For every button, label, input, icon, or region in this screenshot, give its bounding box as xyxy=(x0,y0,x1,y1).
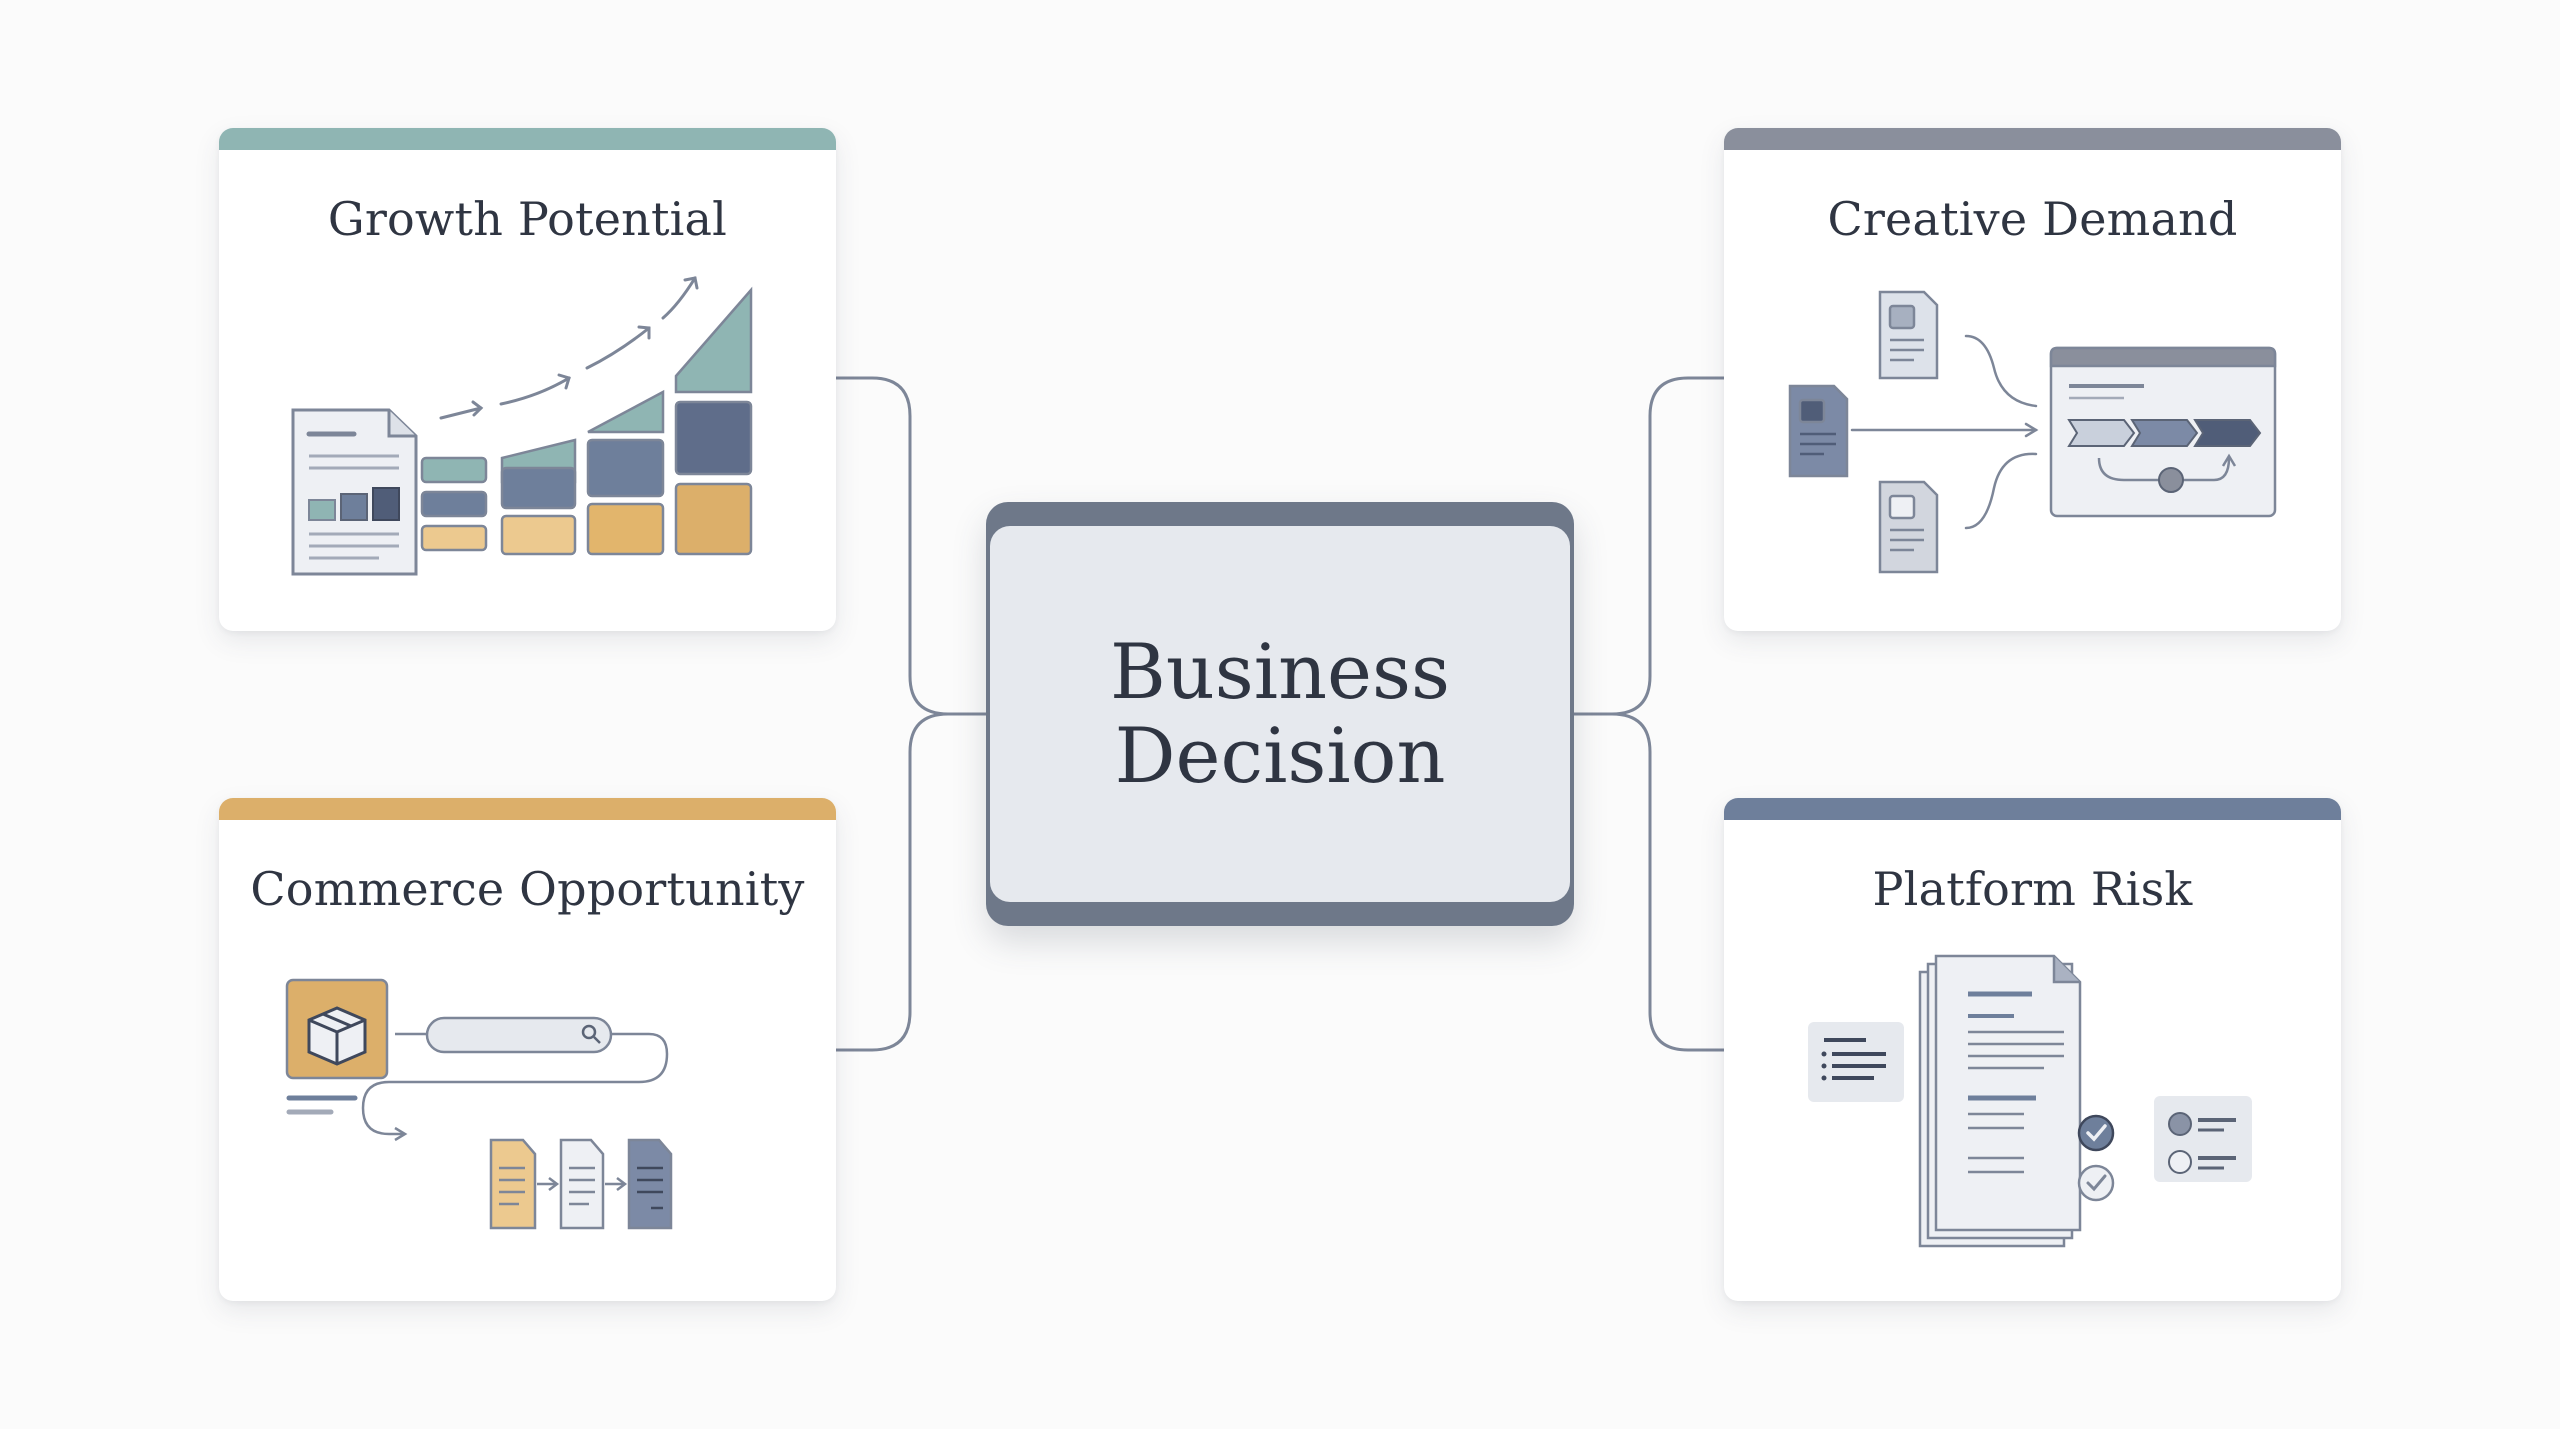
central-node-label: Business Decision xyxy=(1109,627,1451,800)
central-decision-node: Business Decision xyxy=(986,502,1574,926)
central-node-body: Business Decision xyxy=(990,526,1570,902)
card-accent-bar xyxy=(219,798,836,820)
package-icon xyxy=(285,978,389,1115)
workflow-chevrons-icon xyxy=(2067,419,2262,493)
checkmark-icon xyxy=(2077,1114,2115,1202)
connector-growth xyxy=(834,376,988,716)
checkbox-list-icon xyxy=(2154,1096,2252,1182)
card-title: Growth Potential xyxy=(327,192,728,246)
card-title: Commerce Opportunity xyxy=(250,862,805,916)
card-title: Platform Risk xyxy=(1872,862,2193,916)
connector-commerce xyxy=(834,712,988,1052)
connector-creative xyxy=(1572,376,1726,716)
card-commerce-opportunity: Commerce Opportunity xyxy=(219,798,836,1301)
creative-illustration xyxy=(1788,290,2277,574)
card-creative-demand: Creative Demand xyxy=(1724,128,2341,631)
connector-risk xyxy=(1572,712,1726,1052)
card-title: Creative Demand xyxy=(1827,192,2238,246)
document-icon xyxy=(1788,290,1939,574)
card-growth-potential: Growth Potential xyxy=(219,128,836,631)
document-icon xyxy=(291,408,418,576)
search-bar-icon xyxy=(361,1016,669,1142)
growth-illustration xyxy=(291,276,753,576)
trend-arrow-icon xyxy=(439,276,699,420)
commerce-illustration xyxy=(285,978,673,1230)
document-icon xyxy=(489,1138,673,1230)
bar-chart-icon xyxy=(420,286,753,556)
card-accent-bar xyxy=(1724,128,2341,150)
card-accent-bar xyxy=(1724,798,2341,820)
document-stack-icon xyxy=(1918,954,2082,1248)
risk-illustration xyxy=(1808,954,2252,1248)
flow-arrows xyxy=(1850,334,2039,530)
card-accent-bar xyxy=(219,128,836,150)
card-platform-risk: Platform Risk xyxy=(1724,798,2341,1301)
list-icon xyxy=(1808,1022,1904,1102)
